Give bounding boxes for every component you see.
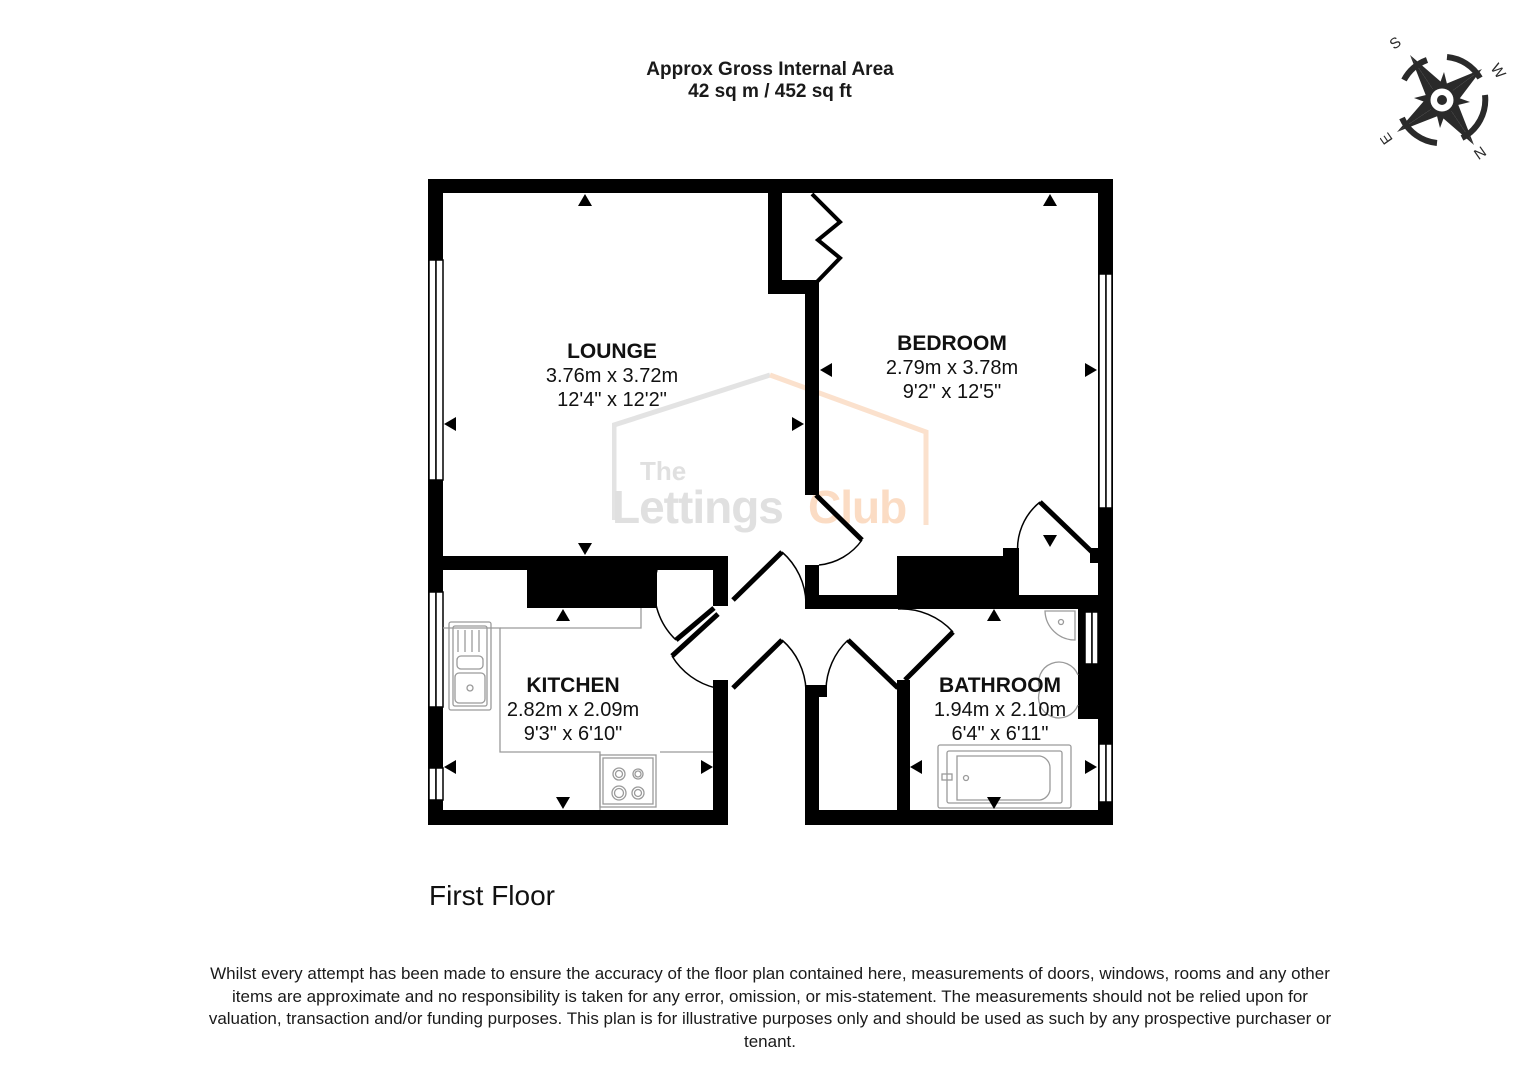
room-name: BATHROOM	[938, 674, 1062, 697]
room-metric: 1.94m x 2.10m	[933, 699, 1067, 721]
room-name: BEDROOM	[897, 332, 1007, 355]
room-bathroom: BATHROOM 1.94m x 2.10m 6'4" x 6'11"	[900, 674, 1100, 746]
room-imperial: 9'3" x 6'10"	[523, 723, 623, 745]
room-name: KITCHEN	[526, 674, 620, 697]
kitchen-fixtures	[443, 608, 713, 810]
room-bedroom: BEDROOM 2.79m x 3.78m 9'2" x 12'5"	[852, 332, 1052, 404]
room-metric: 3.76m x 3.72m	[545, 365, 679, 387]
hob-icon	[599, 754, 657, 808]
floor-label: First Floor	[429, 880, 555, 911]
room-imperial: 6'4" x 6'11"	[951, 723, 1049, 745]
compass-rose-icon: S W E N	[1377, 28, 1510, 178]
basin-icon	[1044, 610, 1076, 641]
windows	[428, 259, 1113, 803]
area-value: 42 sq m / 452 sq ft	[688, 81, 852, 102]
room-metric: 2.79m x 3.78m	[885, 357, 1019, 379]
bathroom-fixtures	[937, 610, 1079, 809]
doors	[653, 192, 1094, 691]
room-metric: 2.82m x 2.09m	[506, 699, 640, 721]
bath-icon	[937, 744, 1072, 809]
disclaimer-text: Whilst every attempt has been made to en…	[208, 964, 1332, 1051]
room-lounge: LOUNGE 3.76m x 3.72m 12'4" x 12'2"	[512, 340, 712, 412]
toilet-icon	[1037, 661, 1079, 719]
dimension-arrows	[444, 194, 1097, 809]
area-title: Approx Gross Internal Area	[646, 59, 894, 80]
room-imperial: 9'2" x 12'5"	[902, 381, 1002, 403]
room-name: LOUNGE	[567, 340, 657, 363]
room-kitchen: KITCHEN 2.82m x 2.09m 9'3" x 6'10"	[473, 674, 673, 746]
sink-icon	[448, 621, 492, 711]
gross-internal-area-header: Approx Gross Internal Area 42 sq m / 452…	[570, 59, 970, 103]
room-imperial: 12'4" x 12'2"	[557, 389, 667, 411]
